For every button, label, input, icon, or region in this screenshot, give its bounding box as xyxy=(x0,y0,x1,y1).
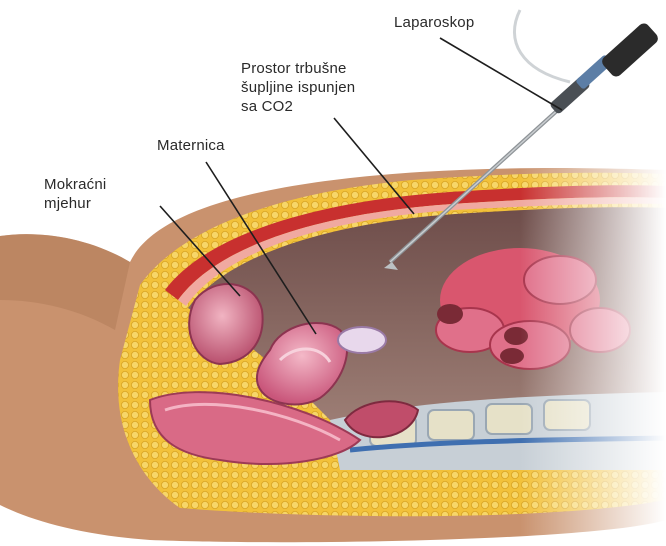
label-co2-cavity: Prostor trbušne šupljine ispunjen sa CO2 xyxy=(241,59,355,116)
ovary xyxy=(338,327,386,353)
label-bladder: Mokraćni mjehur xyxy=(44,175,106,213)
label-laparoskop: Laparoskop xyxy=(394,13,474,32)
label-uterus: Maternica xyxy=(157,136,225,155)
